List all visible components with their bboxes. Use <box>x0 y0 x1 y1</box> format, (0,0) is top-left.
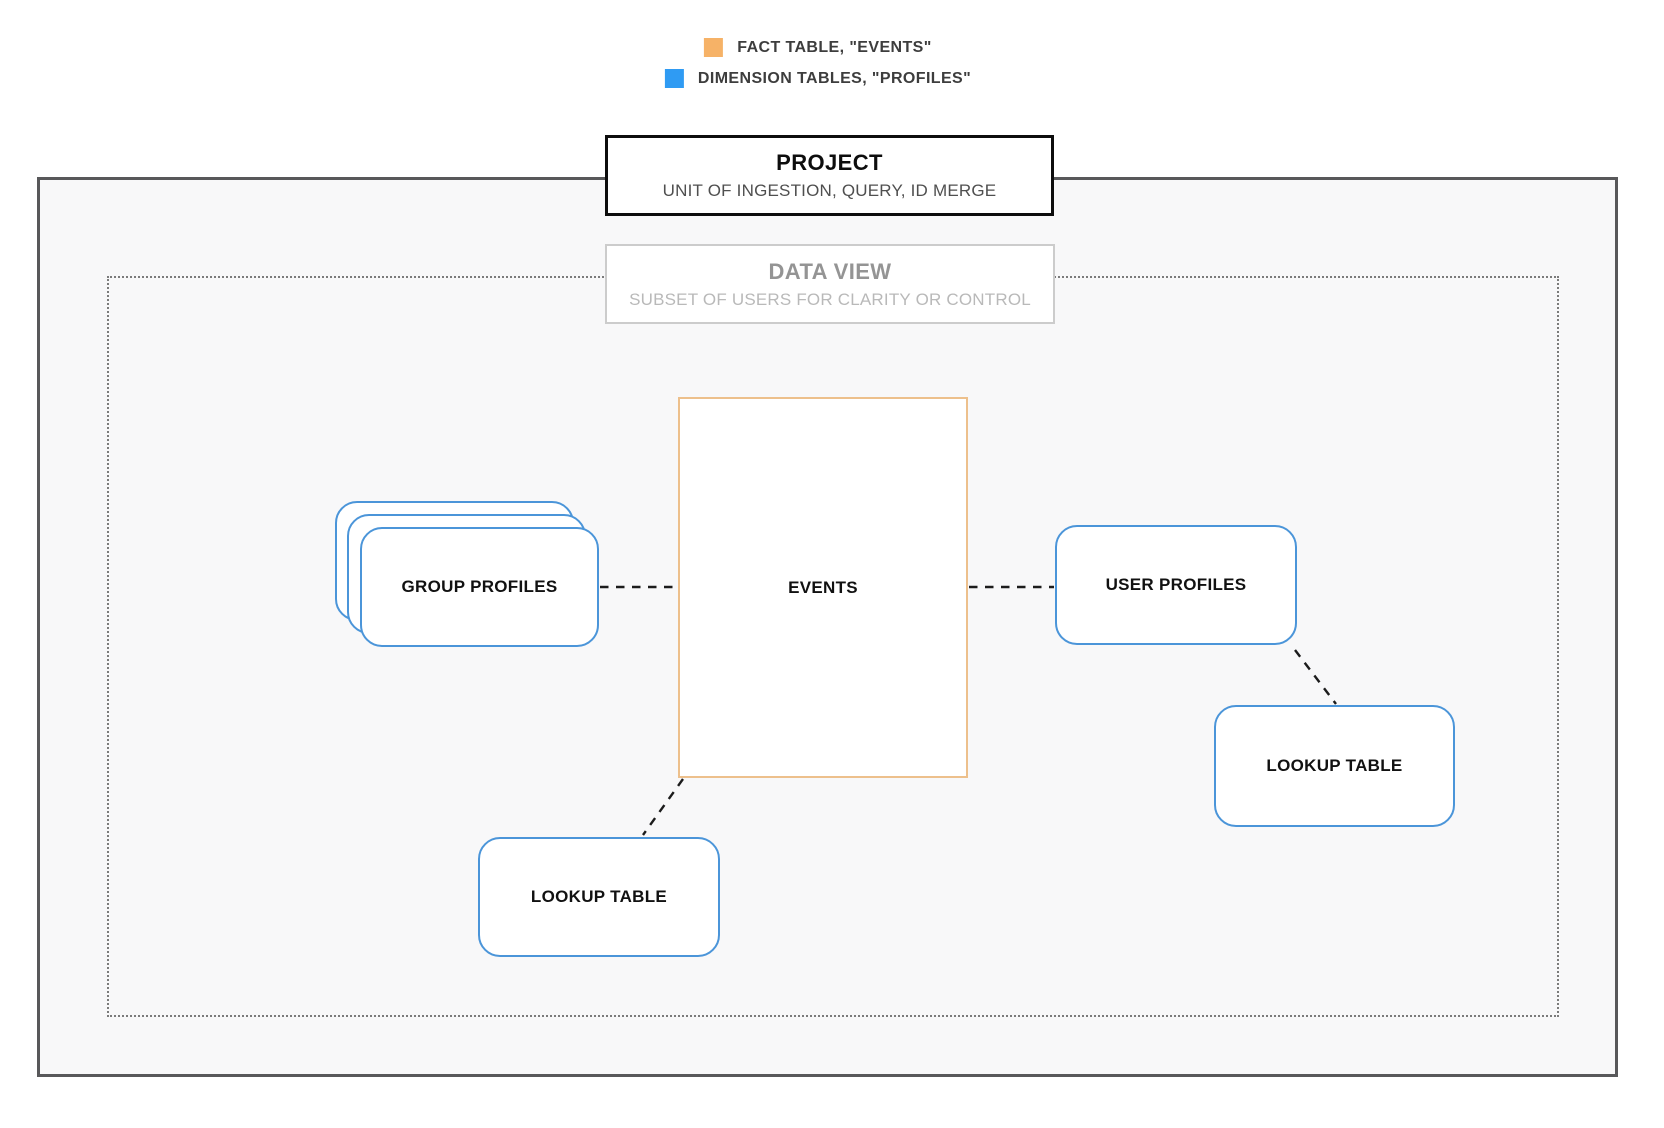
legend: FACT TABLE, "EVENTS" DIMENSION TABLES, "… <box>664 38 972 88</box>
legend-item-fact-table: FACT TABLE, "EVENTS" <box>704 38 931 57</box>
fact-table-swatch-icon <box>704 38 724 57</box>
data-view-title: DATA VIEW <box>768 258 892 284</box>
data-view-subtitle: SUBSET OF USERS FOR CLARITY OR CONTROL <box>629 289 1031 309</box>
lookup-table-bottom-label: LOOKUP TABLE <box>530 887 668 906</box>
node-lookup-table-bottom: LOOKUP TABLE <box>478 837 720 957</box>
node-events: EVENTS <box>678 397 968 778</box>
node-group-profiles: GROUP PROFILES <box>335 501 600 648</box>
legend-label-fact-table: FACT TABLE, "EVENTS" <box>737 38 932 56</box>
node-lookup-table-right: LOOKUP TABLE <box>1214 705 1455 827</box>
data-view-header: DATA VIEW SUBSET OF USERS FOR CLARITY OR… <box>605 244 1055 324</box>
legend-item-dimension-tables: DIMENSION TABLES, "PROFILES" <box>664 69 972 88</box>
project-subtitle: UNIT OF INGESTION, QUERY, ID MERGE <box>662 181 997 200</box>
events-label: EVENTS <box>788 577 858 597</box>
project-header: PROJECT UNIT OF INGESTION, QUERY, ID MER… <box>605 135 1054 216</box>
node-user-profiles: USER PROFILES <box>1055 525 1297 645</box>
project-title: PROJECT <box>776 150 883 175</box>
group-profiles-label: GROUP PROFILES <box>401 577 558 596</box>
user-profiles-label: USER PROFILES <box>1105 575 1247 594</box>
group-profiles-card-front: GROUP PROFILES <box>360 527 599 647</box>
lookup-table-right-label: LOOKUP TABLE <box>1266 756 1403 775</box>
dimension-tables-swatch-icon <box>664 69 684 88</box>
legend-label-dimension-tables: DIMENSION TABLES, "PROFILES" <box>697 69 972 87</box>
